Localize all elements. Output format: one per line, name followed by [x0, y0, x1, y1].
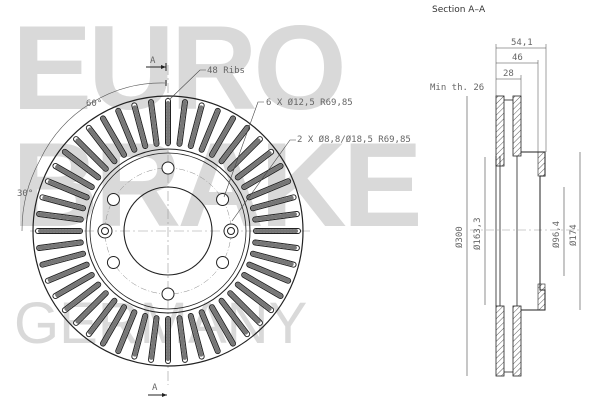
dim-total-height: 54,1 — [511, 38, 533, 48]
ribs-label: 48 Ribs — [207, 66, 245, 76]
section-marker-top: A — [146, 56, 167, 86]
dim-center-bore: Ø96,4 — [551, 221, 562, 248]
watermark-euro: EURO — [12, 1, 347, 135]
angle-60-label: 60° — [86, 99, 102, 109]
angle-30-label: 30° — [17, 189, 33, 199]
dim-outer-diameter: Ø300 — [454, 226, 465, 248]
bolt-holes-label: 6 X Ø12,5 R69,85 — [266, 97, 353, 108]
section-title: Section A–A — [432, 5, 486, 15]
svg-text:A: A — [150, 56, 156, 66]
aux-holes-label: 2 X Ø8,8/Ø18,5 R69,85 — [297, 134, 411, 145]
center-bore — [123, 186, 213, 276]
front-view: A A 60° 30° 48 Ribs 6 X Ø12,5 R69,85 2 X… — [17, 56, 411, 397]
bolt-holes — [97, 161, 239, 301]
section-marker-bottom: A — [148, 383, 167, 397]
cooling-ribs — [35, 98, 301, 364]
outer-disc-edge — [32, 95, 304, 367]
min-thickness-label: Min th. 26 — [430, 83, 484, 93]
section-view: Section A–A 54,1 46 28 Min th. 26 Ø300 — [430, 5, 581, 377]
dim-hat-diameter: Ø163,3 — [472, 217, 483, 250]
svg-text:A: A — [152, 383, 158, 393]
dim-hat-height: 46 — [512, 53, 523, 63]
dim-hub-diameter: Ø174 — [568, 224, 579, 246]
dim-disc-thickness: 28 — [503, 69, 514, 79]
